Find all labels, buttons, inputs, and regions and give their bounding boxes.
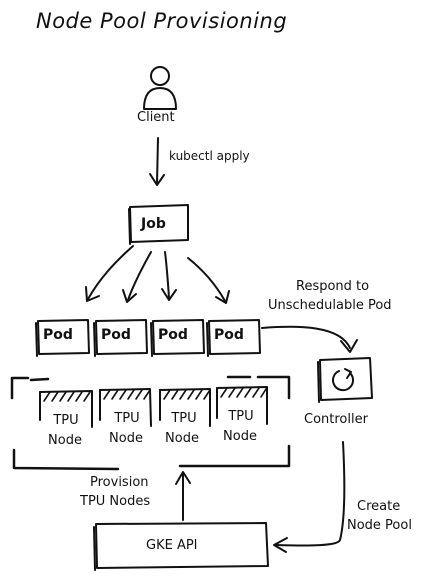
- pod-label-3: Pod: [158, 327, 188, 343]
- tpu-node-1-line1: TPU: [53, 413, 79, 428]
- refresh-icon: [332, 368, 355, 392]
- create-label-line2: Node Pool: [347, 518, 412, 533]
- create-label-line1: Create: [357, 499, 401, 514]
- gke-api-label: GKE API: [146, 538, 198, 553]
- tpu-node-boxes: [39, 386, 268, 428]
- person-icon: [143, 66, 177, 110]
- pod-label-4: Pod: [214, 327, 244, 343]
- tpu-node-2-line2: Node: [109, 431, 143, 446]
- tpu-node-2-line1: TPU: [114, 411, 140, 426]
- client-label: Client: [137, 110, 175, 125]
- tpu-node-3-line2: Node: [165, 431, 199, 446]
- pod-boxes: [35, 319, 261, 357]
- controller-box: [317, 357, 373, 403]
- tpu-node-3-line1: TPU: [171, 411, 197, 426]
- pod-label-1: Pod: [43, 327, 73, 343]
- provision-label-line2: TPU Nodes: [80, 494, 151, 509]
- respond-label-line2: Unschedulable Pod: [268, 298, 392, 313]
- arrow-client-to-job: [149, 137, 165, 186]
- provision-label-line1: Provision: [90, 475, 149, 490]
- gke-api-box: [93, 522, 269, 571]
- node-pool-bracket: [10, 375, 291, 471]
- respond-label-line1: Respond to: [296, 279, 370, 294]
- tpu-node-1-line2: Node: [48, 433, 82, 448]
- controller-label: Controller: [304, 412, 368, 427]
- kubectl-apply-label: kubectl apply: [169, 149, 250, 163]
- tpu-node-4-line1: TPU: [228, 409, 254, 424]
- job-box: [128, 204, 189, 245]
- arrow-controller-to-api: [273, 441, 346, 553]
- arrows-job-to-pods: [85, 245, 230, 304]
- arrow-pods-to-controller: [261, 325, 358, 353]
- arrow-api-to-nodes: [175, 471, 191, 521]
- pod-label-2: Pod: [101, 327, 131, 343]
- tpu-node-4-line2: Node: [223, 429, 257, 444]
- tpu-hatching: [43, 387, 267, 402]
- diagram-title: Node Pool Provisioning: [36, 9, 288, 33]
- job-label: Job: [141, 216, 166, 232]
